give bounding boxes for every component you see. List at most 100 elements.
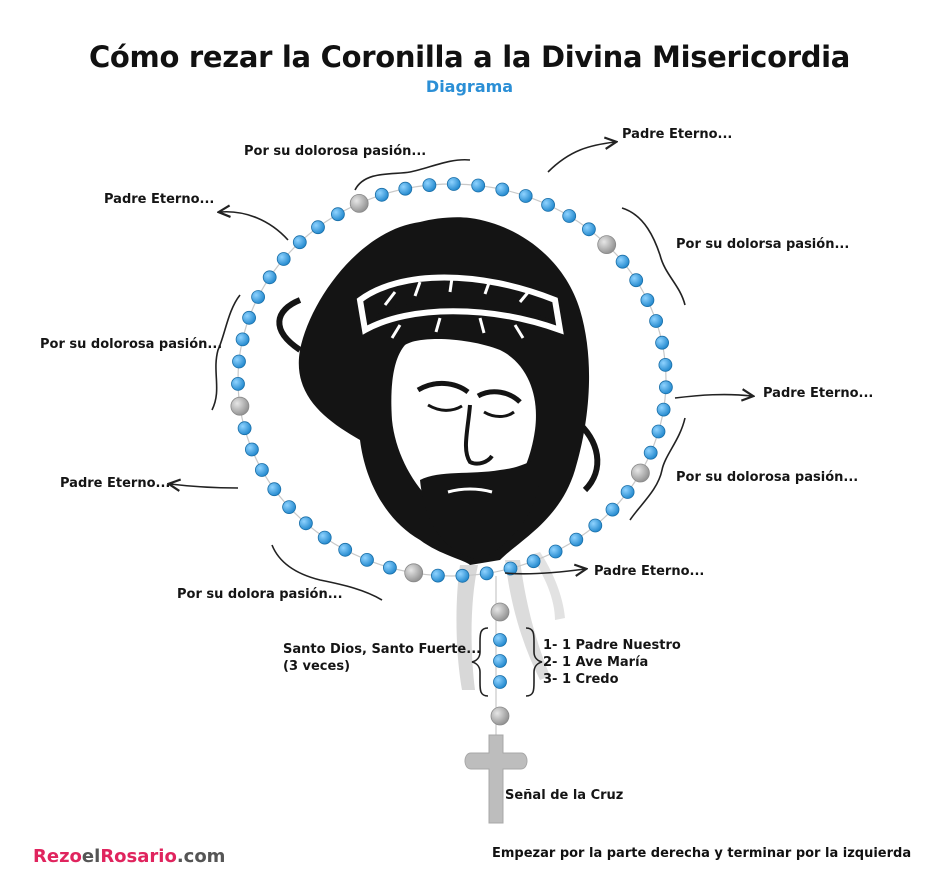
rosary-bead-small: [276, 252, 291, 266]
brand-logo: RezoelRosario.com: [33, 846, 225, 867]
rosary-bead-small: [382, 560, 397, 575]
rosary-bead-small: [503, 561, 518, 576]
rosary-bead-small: [338, 542, 353, 557]
rosary-bead-small: [398, 181, 413, 196]
rosary-bead-small: [374, 187, 389, 202]
label-padre-eterno-left: Padre Eterno...: [60, 476, 171, 491]
rosary-bead-small: [262, 270, 277, 285]
rosary-bead-small: [640, 293, 655, 308]
rosary-bead-small: [235, 332, 250, 347]
wavy-bracket: [629, 417, 686, 521]
rosary-bead-small: [569, 532, 584, 547]
rosary-bead-small: [311, 220, 325, 235]
rosary-bead-small: [629, 273, 644, 288]
label-pasion-left-middle: Por su dolorosa pasión...: [40, 337, 223, 352]
curved-arrow-icon: [674, 395, 752, 398]
rosary-bead-small: [493, 675, 507, 689]
curved-arrow-icon: [504, 569, 585, 574]
brand-part-rosario: Rosario: [100, 846, 177, 867]
brand-part-el: el: [81, 846, 101, 867]
rosary-bead-small: [231, 376, 245, 391]
rosary-bead-large: [631, 463, 650, 483]
rosary-bead-small: [588, 518, 603, 533]
rosary-bead-small: [237, 421, 252, 436]
rosary-bead-small: [330, 207, 345, 222]
rosary-bead-small: [267, 482, 282, 497]
rosary-bead-small: [422, 178, 437, 193]
label-oracion-1: 1- 1 Padre Nuestro: [543, 638, 681, 653]
rosary-bead-large: [404, 563, 424, 583]
rosary-loop-beads: [230, 177, 673, 583]
footer-instruction: Empezar por la parte derecha y terminar …: [492, 846, 912, 861]
rosary-bead-large: [597, 235, 617, 255]
rosary-bead-small: [548, 544, 563, 559]
rosary-bead-large: [230, 396, 250, 416]
label-padre-eterno-top-left: Padre Eterno...: [104, 192, 215, 207]
brand-part-rezo: Rezo: [33, 846, 82, 867]
rosary-bead-small: [620, 485, 635, 499]
rosary-bead-small: [541, 197, 555, 212]
rosary-bead-small: [643, 445, 658, 460]
curved-arrow-icon: [170, 484, 239, 488]
rosary-bead-large: [349, 193, 369, 213]
wavy-bracket: [211, 294, 241, 411]
wavy-bracket: [621, 207, 686, 306]
label-pasion-right-upper: Por su dolorsa pasión...: [676, 237, 850, 252]
rosary-bead-small: [430, 568, 445, 583]
rosary-bead-small: [298, 516, 313, 531]
label-santo-dios: Santo Dios, Santo Fuerte...: [283, 642, 482, 657]
rosary-bead-small: [562, 209, 577, 223]
jesus-face-illustration: [276, 217, 601, 690]
rosary-bead-small: [317, 530, 332, 545]
rosary-bead-large: [490, 602, 510, 622]
label-pasion-right-lower: Por su dolorosa pasión...: [676, 470, 859, 485]
rosary-bead-small: [282, 500, 297, 515]
rosary-bead-small: [455, 568, 470, 583]
rosary-bead-small: [493, 633, 507, 647]
label-padre-eterno-right: Padre Eterno...: [763, 386, 874, 401]
rosary-bead-small: [518, 189, 533, 203]
label-oracion-3: 3- 1 Credo: [543, 672, 619, 687]
curved-arrow-icon: [547, 142, 615, 173]
curved-arrow-icon: [220, 212, 289, 241]
label-senal-cruz: Señal de la Cruz: [505, 788, 624, 803]
brand-part-com: .com: [176, 846, 226, 867]
rosary-pendant-beads: [490, 602, 510, 726]
label-tres-veces: (3 veces): [283, 659, 351, 674]
rosary-bead-small: [232, 354, 246, 369]
brace-icon: [471, 627, 489, 697]
wavy-bracket: [354, 158, 471, 191]
label-padre-eterno-top-right: Padre Eterno...: [622, 127, 733, 142]
wavy-bracket: [271, 544, 383, 601]
rosary-bead-large: [490, 706, 510, 726]
rosary-bead-small: [244, 442, 259, 457]
rosary-bead-small: [658, 357, 673, 372]
page-title: Cómo rezar la Coronilla a la Divina Mise…: [88, 40, 851, 74]
rosary-bead-small: [582, 222, 596, 237]
rosary-bead-small: [649, 314, 663, 328]
brace-icon: [525, 627, 543, 697]
rosary-bead-small: [615, 254, 630, 269]
label-padre-eterno-bottom: Padre Eterno...: [594, 564, 705, 579]
rosary-bead-small: [471, 178, 486, 193]
rosary-bead-small: [292, 235, 307, 250]
rosary-bead-small: [526, 554, 541, 569]
cross-icon: [464, 734, 528, 824]
rosary-bead-small: [251, 290, 266, 304]
rosary-bead-small: [446, 177, 461, 191]
rosary-bead-small: [254, 463, 269, 477]
rosary-bead-small: [659, 380, 673, 395]
rosary-bead-small: [493, 654, 507, 668]
rosary-bead-small: [242, 310, 257, 325]
rosary-bead-small: [605, 502, 620, 517]
rosary-bead-small: [655, 335, 669, 350]
rosary-bead-small: [495, 182, 510, 197]
label-pasion-top-left: Por su dolorosa pasión...: [244, 144, 427, 159]
label-pasion-bottom-left: Por su dolora pasión...: [177, 587, 343, 602]
rosary-bead-small: [656, 402, 671, 417]
rosary-bead-small: [360, 553, 374, 567]
rosary-bead-small: [479, 566, 494, 581]
page-subtitle: Diagrama: [425, 77, 514, 96]
label-oracion-2: 2- 1 Ave María: [543, 655, 649, 670]
